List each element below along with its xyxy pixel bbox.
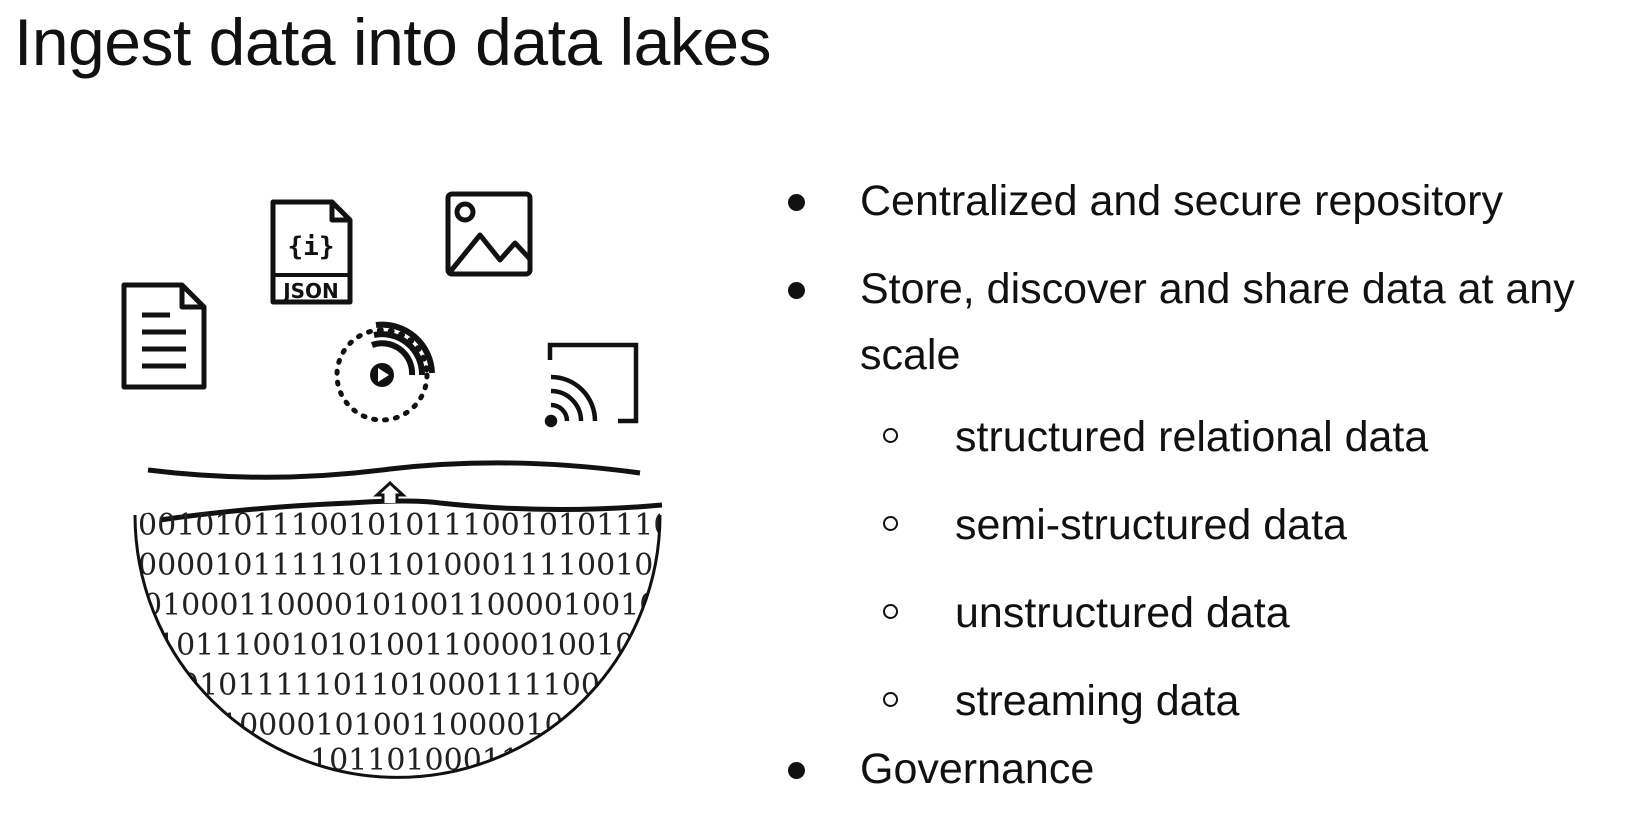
bullet-item: Store, discover and share data at any sc… — [780, 256, 1620, 388]
sub-bullet-circle — [883, 692, 898, 707]
ingest-arrow-icon — [373, 480, 407, 503]
binary-row: 0101111101101000111100101101 — [180, 668, 700, 703]
json-symbol: {i} — [288, 232, 335, 262]
bullet-dot — [788, 194, 805, 211]
shore-line-bottom — [159, 498, 663, 523]
bullet-item: Centralized and secure repository — [780, 168, 1630, 234]
sub-bullet-item: structured relational data — [780, 404, 1630, 470]
sub-bullet-text: semi-structured data — [955, 501, 1347, 549]
shore-line-top — [147, 460, 641, 480]
sub-bullet-circle — [883, 428, 898, 443]
lake-bowl-outline — [133, 514, 662, 779]
sub-bullet-item: streaming data — [780, 668, 1630, 734]
sub-bullet-item: unstructured data — [780, 580, 1630, 646]
binary-row: 0100011000010100110000100101011101 — [143, 588, 700, 623]
sub-bullet-text: unstructured data — [955, 589, 1290, 637]
sub-bullet-circle — [883, 604, 898, 619]
sub-bullet-text: structured relational data — [955, 413, 1429, 461]
binary-row: 0010101110010101110010101110010 — [138, 508, 700, 543]
sub-bullet-item: semi-structured data — [780, 492, 1630, 558]
bullet-text: Store, discover and share data at any sc… — [860, 265, 1575, 379]
sub-bullet-text: streaming data — [955, 677, 1240, 725]
cast-icon — [544, 342, 639, 428]
bullet-item: Governance — [780, 736, 1630, 802]
bullet-text: Governance — [860, 745, 1095, 793]
bullet-dot — [788, 282, 805, 299]
bullet-list: Centralized and secure repository Store,… — [780, 168, 1630, 802]
sub-bullet-circle — [883, 516, 898, 531]
slide-title: Ingest data into data lakes — [14, 5, 772, 79]
streaming-disc-icon — [334, 321, 435, 423]
json-file-icon: {i} JSON — [270, 199, 353, 305]
binary-row: 1011100101010011000010010101101 — [157, 628, 700, 663]
binary-row: 0000101111101101000111100101100101 — [138, 548, 700, 583]
data-lake-svg: {i} JSON — [121, 191, 700, 779]
json-label: JSON — [281, 279, 339, 303]
binary-row: 10000101001100001001010 — [220, 708, 659, 743]
document-icon — [121, 282, 207, 390]
lake-binary-data: 0010101110010101110010101110010 00001011… — [138, 508, 700, 777]
data-lake-illustration: {i} JSON — [110, 185, 700, 805]
image-icon — [445, 191, 533, 277]
bullet-dot — [788, 762, 805, 779]
bullet-text: Centralized and secure repository — [860, 177, 1503, 225]
